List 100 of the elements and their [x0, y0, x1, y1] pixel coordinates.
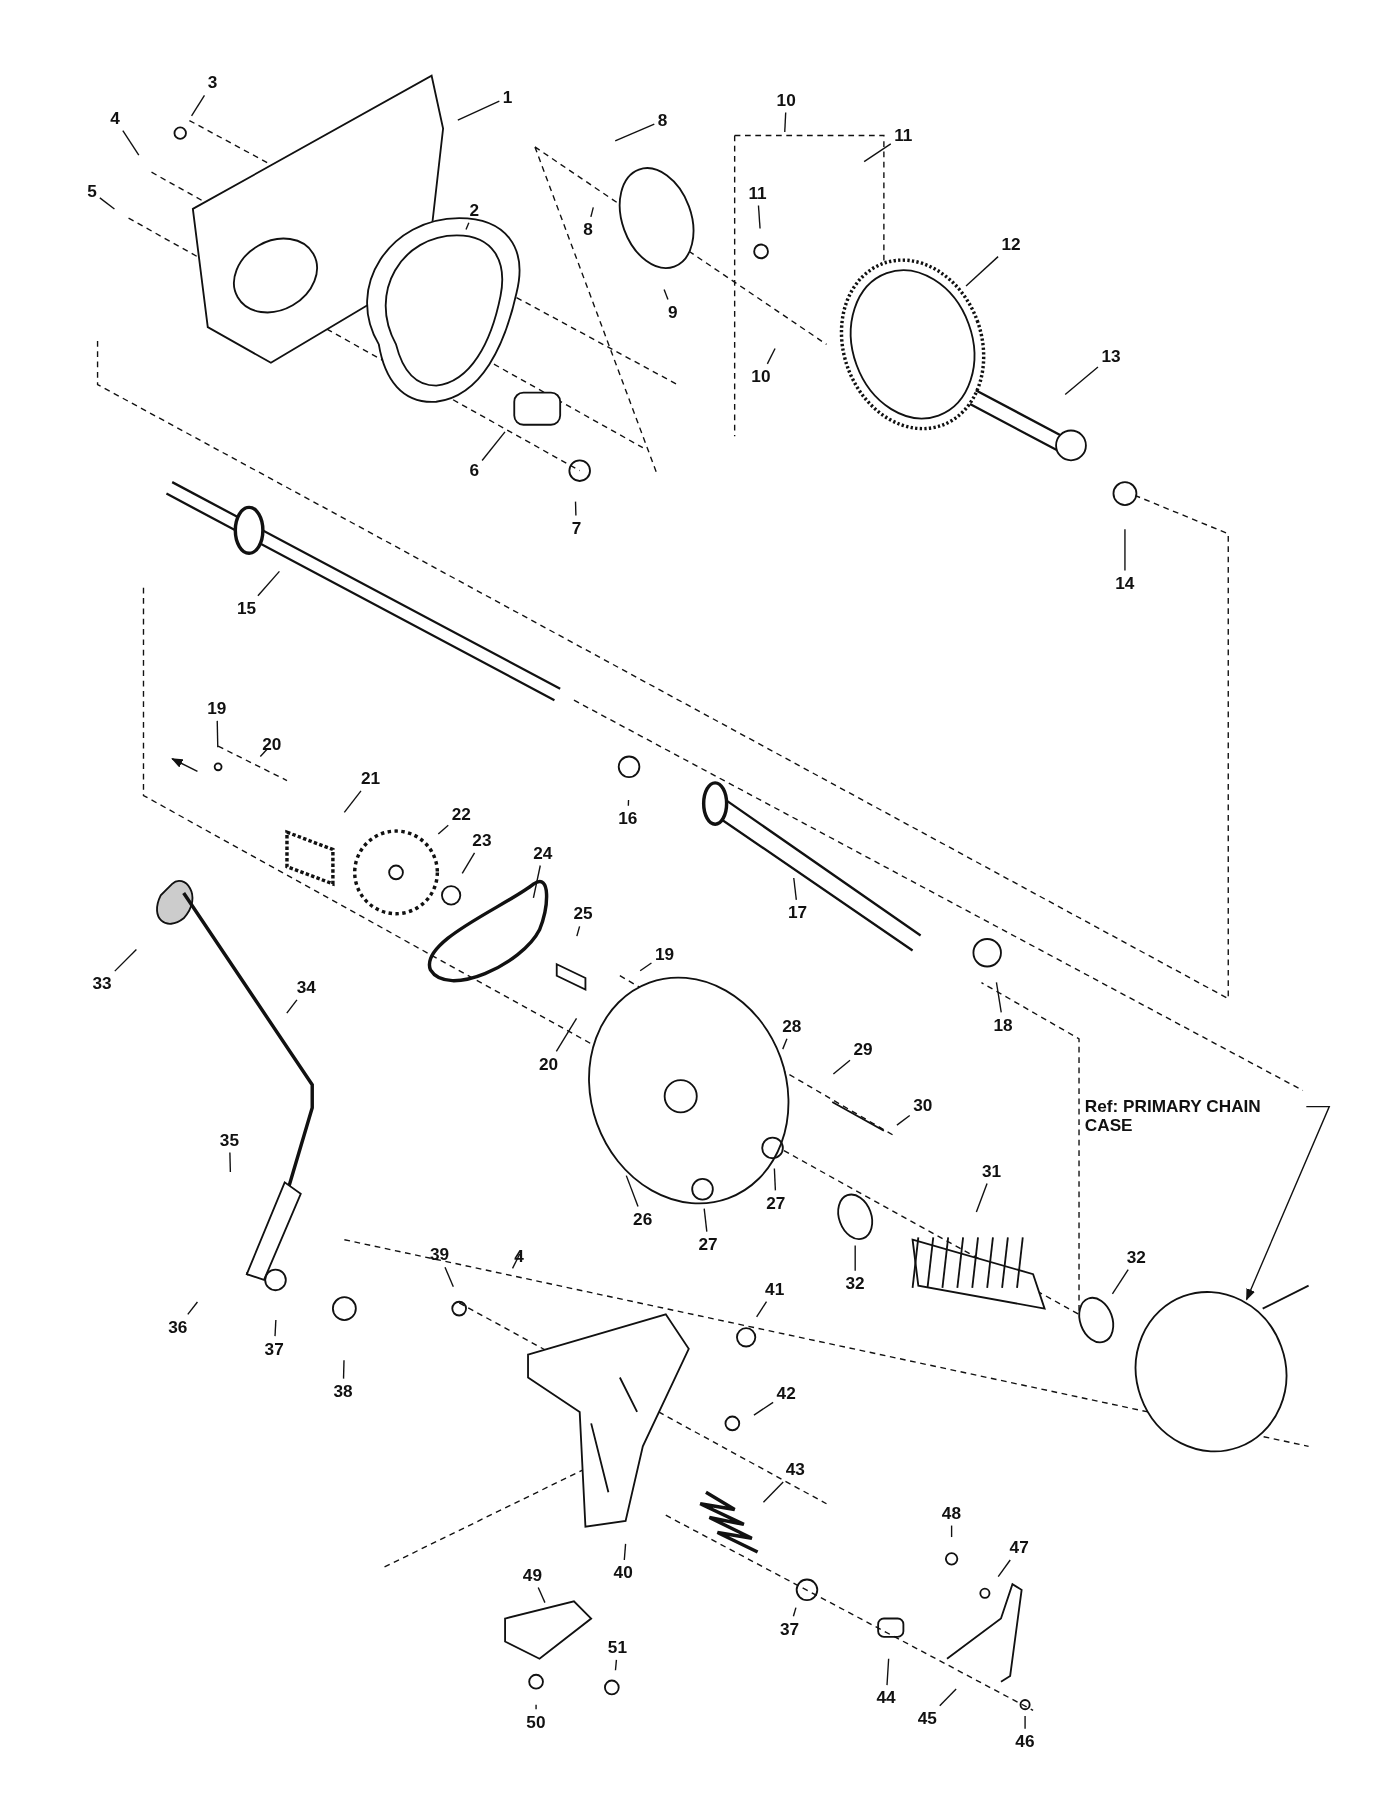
leader-line	[1124, 528, 1126, 572]
leader-line	[755, 1301, 768, 1318]
callout-number: 18	[993, 1015, 1013, 1035]
callout-number: 27	[698, 1235, 718, 1254]
leader-line	[537, 1586, 546, 1604]
callout-number: 21	[361, 769, 381, 788]
leader-line	[1111, 1268, 1129, 1295]
leader-line	[274, 1319, 277, 1337]
leader-line	[625, 1174, 639, 1208]
leader-line	[1024, 1715, 1026, 1730]
callout-number: 44	[876, 1688, 896, 1707]
callout-number: 32	[1126, 1247, 1146, 1267]
callout-number: 31	[982, 1161, 1002, 1181]
leader-line	[229, 1151, 232, 1173]
callout-number: 11	[894, 126, 913, 145]
callout-number: 10	[751, 367, 771, 386]
callout-number: 35	[219, 1130, 239, 1150]
callout-number: 15	[237, 599, 257, 618]
callout-number: 38	[333, 1382, 353, 1401]
leader-line	[343, 790, 362, 814]
leader-line	[773, 1167, 777, 1192]
leader-line	[187, 1301, 199, 1316]
callout-number: 4	[514, 1246, 524, 1265]
leader-line	[757, 204, 761, 230]
callout-number: 12	[1001, 235, 1021, 254]
callout-number: 23	[472, 831, 492, 850]
leader-line	[511, 1253, 521, 1270]
leader-line	[342, 1359, 345, 1380]
callout-number: 43	[785, 1460, 805, 1479]
callout-number: 34	[296, 978, 316, 997]
callout-number: 19	[207, 699, 227, 718]
callout-number: 45	[917, 1709, 937, 1728]
leader-line	[623, 1543, 627, 1561]
callout-number: 6	[469, 461, 480, 480]
callout-number: 25	[573, 904, 593, 923]
callout-number: 27	[766, 1193, 786, 1213]
callout-number: 20	[538, 1054, 559, 1074]
leader-line	[535, 1703, 537, 1710]
callout-number: 17	[788, 903, 808, 922]
leader-line	[461, 852, 476, 875]
callout-number: 1	[502, 88, 513, 107]
callout-number: 30	[913, 1096, 933, 1115]
leader-line	[257, 570, 281, 597]
callout-number: 42	[776, 1384, 796, 1403]
leader-line	[975, 1182, 988, 1213]
leader-line	[997, 1559, 1011, 1578]
callout-number: 26	[633, 1209, 653, 1229]
callout-number: 10	[776, 90, 796, 110]
callout-number: 4	[110, 109, 120, 128]
callout-number: 46	[1015, 1732, 1035, 1751]
callout-number: 37	[264, 1339, 284, 1358]
callout-number: 5	[87, 182, 97, 201]
callout-number: 40	[613, 1563, 633, 1582]
callout-number: 24	[533, 843, 553, 863]
callout-number: 19	[654, 944, 675, 964]
leader-line	[286, 999, 298, 1014]
leader-line	[886, 1658, 890, 1686]
callout-number: 51	[607, 1638, 627, 1657]
leader-line	[576, 925, 581, 937]
leader-line	[444, 1266, 454, 1288]
callout-number: 37	[780, 1619, 800, 1639]
leader-line	[590, 206, 594, 218]
leader-line	[753, 1401, 774, 1416]
leader-line	[995, 981, 1002, 1014]
leader-line	[896, 1114, 911, 1126]
leader-line	[663, 288, 669, 301]
leader-line	[574, 500, 577, 517]
leader-line	[259, 748, 268, 758]
callout-number: 2	[469, 200, 480, 220]
leader-line	[939, 1688, 957, 1707]
leader-line	[784, 111, 787, 133]
leader-line	[555, 1017, 578, 1053]
callout-number: 36	[168, 1317, 188, 1337]
leader-line	[1064, 366, 1099, 396]
callout-number: 50	[526, 1712, 546, 1732]
callout-number: 14	[1115, 573, 1135, 593]
callout-number: 32	[845, 1274, 865, 1293]
leader-line	[122, 129, 140, 156]
leader-line	[639, 962, 653, 972]
leader-line	[782, 1038, 788, 1050]
callout-number: 8	[657, 111, 668, 130]
callout-number: 20	[262, 734, 282, 753]
callout-number: 9	[668, 303, 678, 322]
leader-line	[627, 799, 630, 807]
leader-line	[216, 720, 219, 748]
leader-line	[614, 1659, 618, 1671]
callout-number: 41	[765, 1279, 785, 1299]
callout-number: 13	[1101, 346, 1121, 366]
leader-line	[481, 431, 506, 462]
callout-number: 11	[748, 183, 767, 203]
leader-line	[532, 864, 541, 899]
leader-line	[99, 197, 116, 210]
reference-note: Ref: PRIMARY CHAIN CASE	[1084, 1097, 1303, 1135]
leader-line	[832, 1059, 851, 1075]
callout-number: 33	[92, 974, 112, 993]
callout-number: 48	[941, 1503, 961, 1523]
leader-line	[114, 948, 138, 972]
callout-number: 22	[451, 804, 471, 824]
leader-line	[437, 824, 449, 835]
leader-line	[854, 1244, 856, 1272]
